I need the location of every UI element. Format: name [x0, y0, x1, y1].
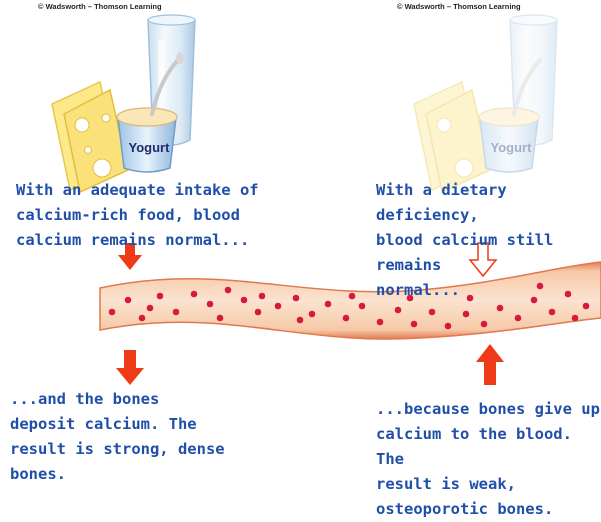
caption-line: With a dietary deficiency,	[376, 178, 601, 228]
blood-cell	[343, 315, 350, 322]
blood-cell	[125, 297, 132, 304]
food-illustration-adequate: Yogurt	[52, 15, 195, 192]
arrow-down-solid-bottom	[116, 350, 144, 385]
blood-cell	[549, 309, 556, 316]
yogurt-label: Yogurt	[129, 140, 171, 155]
blood-cell	[225, 287, 232, 294]
blood-cell	[445, 323, 452, 330]
cheese-icon	[52, 82, 128, 192]
blood-cell	[349, 293, 356, 300]
blood-cell	[255, 309, 262, 316]
blood-cell	[481, 321, 488, 328]
blood-cell	[395, 307, 402, 314]
blood-cell	[429, 309, 436, 316]
blood-cell	[583, 303, 590, 310]
caption-line: normal...	[376, 278, 601, 303]
blood-cell	[515, 315, 522, 322]
blood-cell	[157, 293, 164, 300]
caption-line: result is weak,	[376, 472, 601, 497]
caption-line: blood calcium still remains	[376, 228, 601, 278]
blood-cell	[325, 301, 332, 308]
blood-cell	[497, 305, 504, 312]
blood-cell	[217, 315, 224, 322]
blood-cell	[173, 309, 180, 316]
blood-cell	[377, 319, 384, 326]
blood-cell	[293, 295, 300, 302]
caption-line: result is strong, dense	[10, 437, 225, 462]
arrow-up-solid	[476, 344, 504, 385]
blood-cell	[139, 315, 146, 322]
caption-line: ...because bones give up	[376, 397, 601, 422]
caption-line: osteoporotic bones.	[376, 497, 601, 522]
blood-cell	[241, 297, 248, 304]
caption-dietary-deficiency: With a dietary deficiency, blood calcium…	[376, 178, 601, 303]
caption-bones-deposit: ...and the bones deposit calcium. The re…	[10, 387, 225, 487]
caption-line: deposit calcium. The	[10, 412, 225, 437]
yogurt-label: Yogurt	[491, 140, 533, 155]
blood-cell	[297, 317, 304, 324]
blood-cell	[411, 321, 418, 328]
blood-cell	[572, 315, 579, 322]
caption-line: calcium to the blood. The	[376, 422, 601, 472]
food-illustration-deficiency: Yogurt	[414, 15, 557, 192]
blood-cell	[463, 311, 470, 318]
blood-cell	[191, 291, 198, 298]
blood-cell	[275, 303, 282, 310]
caption-bones-give-up: ...because bones give up calcium to the …	[376, 397, 601, 522]
blood-cell	[359, 303, 366, 310]
caption-line: ...and the bones	[10, 387, 225, 412]
blood-cell	[207, 301, 214, 308]
caption-line: With an adequate intake of	[16, 178, 259, 203]
blood-cell	[309, 311, 316, 318]
caption-line: bones.	[10, 462, 225, 487]
caption-line: calcium remains normal...	[16, 228, 259, 253]
caption-line: calcium-rich food, blood	[16, 203, 259, 228]
cheese-icon	[414, 82, 490, 192]
blood-cell	[109, 309, 116, 316]
blood-cell	[259, 293, 266, 300]
blood-cell	[147, 305, 154, 312]
caption-adequate-intake: With an adequate intake of calcium-rich …	[16, 178, 259, 253]
